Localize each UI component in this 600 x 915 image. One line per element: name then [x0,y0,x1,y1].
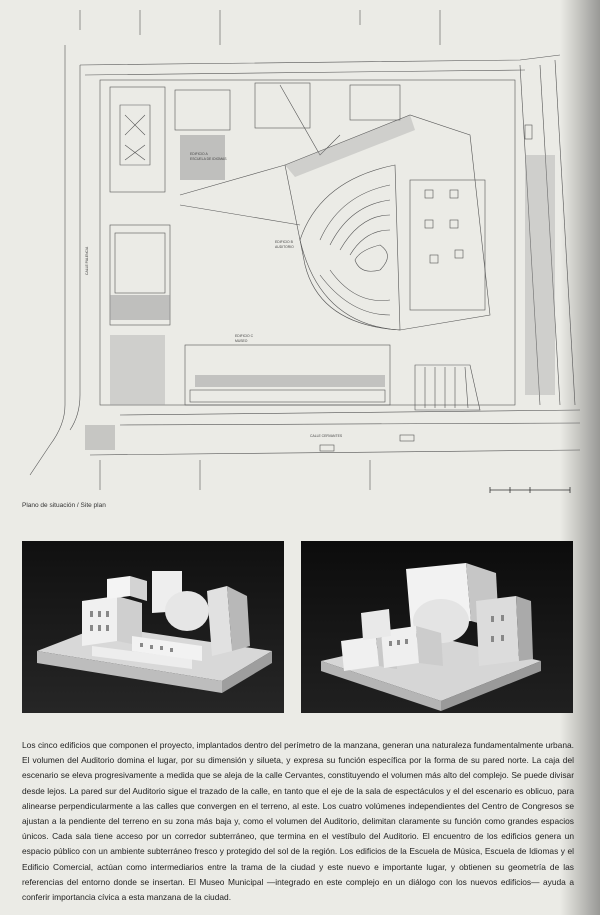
page-gutter-shadow [560,0,600,915]
label-block-a: EDIFICIO A [190,152,208,156]
street-edge-south [119,409,580,416]
label-block-a-sub: ESCUELA DE IDIOMAS [190,157,227,161]
body-paragraph: Los cinco edificios que componen el proy… [22,740,574,903]
label-block-b: EDIFICIO B [275,240,294,244]
paving-pattern-1 [180,135,225,180]
plan-caption: Plano de situación / Site plan [22,502,106,509]
street-edge-left [29,45,66,476]
building-n3 [349,84,401,121]
building-s [184,344,391,406]
scale-bar [489,487,571,493]
street-edge-north [79,54,561,66]
label-street-left: CALLE PALENCIA [85,246,89,275]
building-n2 [254,82,311,129]
site-plan-drawing: EDIFICIO A ESCUELA DE IDIOMAS EDIFICIO B… [20,5,580,495]
model-photo-left [22,541,284,713]
building-w [109,224,171,326]
building-nw [109,86,166,193]
building-se [414,364,481,411]
label-block-b-sub: AUDITORIO [275,245,294,249]
paving-pattern-east [525,155,555,395]
label-street-bottom: CALLE CERVANTES [310,434,343,438]
auditorium-outline [284,114,491,331]
label-block-c: EDIFICIO C [235,334,254,338]
building-n1 [174,89,231,131]
site-plan-svg: EDIFICIO A ESCUELA DE IDIOMAS EDIFICIO B… [29,10,580,493]
model-photo-right [301,541,573,713]
street-edge-top [79,10,441,45]
label-block-c-sub: MUSEO [235,339,248,343]
